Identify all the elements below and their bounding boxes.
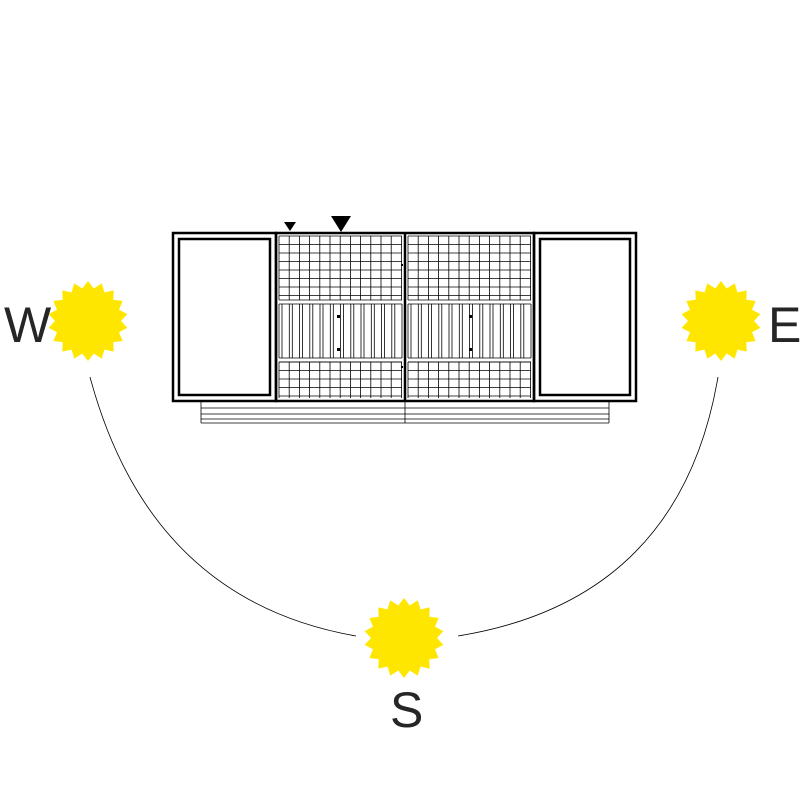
- triangle-marker-icon-large: [331, 216, 351, 232]
- east-label: E: [768, 297, 800, 353]
- facade-louvers: [278, 299, 532, 363]
- facade-mesh: [278, 235, 531, 398]
- sun-icon-east: [681, 281, 761, 361]
- sun-path-arc-west: [89, 376, 357, 637]
- sun-icon-west: [48, 281, 128, 361]
- sun-path-arc-east: [457, 376, 719, 637]
- foundation: [200, 402, 610, 424]
- sun-icon-south: [364, 598, 444, 678]
- south-label: S: [390, 682, 423, 738]
- triangle-marker-icon-small: [284, 222, 296, 231]
- building-section: [171, 231, 638, 424]
- right-panel: [532, 231, 638, 403]
- west-label: W: [4, 297, 52, 353]
- fixing-points: [337, 264, 472, 368]
- left-panel: [171, 231, 278, 403]
